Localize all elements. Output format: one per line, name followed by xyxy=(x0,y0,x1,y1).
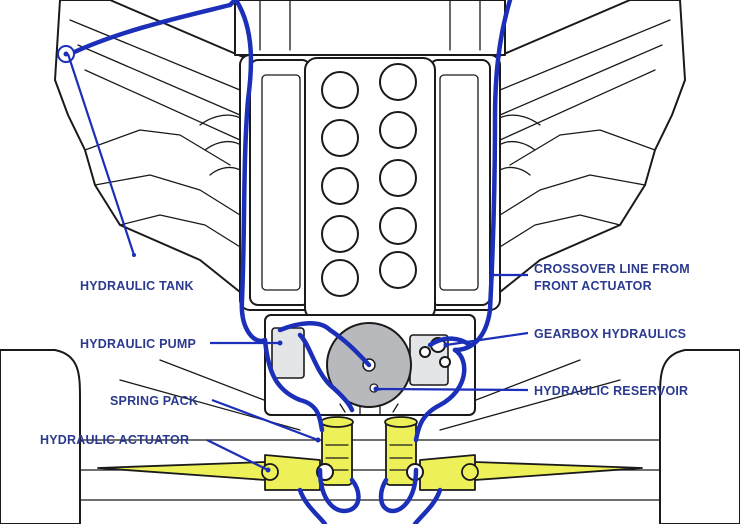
leader-lines xyxy=(66,53,529,473)
label-crossover-line-2: FRONT ACTUATOR xyxy=(534,279,652,293)
hydraulic-lines xyxy=(57,0,513,524)
engine-block xyxy=(239,54,501,321)
labels: HYDRAULIC TANK CROSSOVER LINE FROM FRONT… xyxy=(40,262,690,447)
label-hydraulic-pump: HYDRAULIC PUMP xyxy=(80,337,196,351)
label-spring-pack: SPRING PACK xyxy=(110,394,198,408)
rear-suspension xyxy=(97,454,643,491)
label-hydraulic-actuator: HYDRAULIC ACTUATOR xyxy=(40,433,189,447)
cylinders xyxy=(321,63,417,297)
label-hydraulic-tank: HYDRAULIC TANK xyxy=(80,279,194,293)
label-crossover-line-1: CROSSOVER LINE FROM xyxy=(534,262,690,276)
label-hydraulic-reservoir: HYDRAULIC RESERVOIR xyxy=(534,384,688,398)
label-gearbox-hydraulics: GEARBOX HYDRAULICS xyxy=(534,327,686,341)
